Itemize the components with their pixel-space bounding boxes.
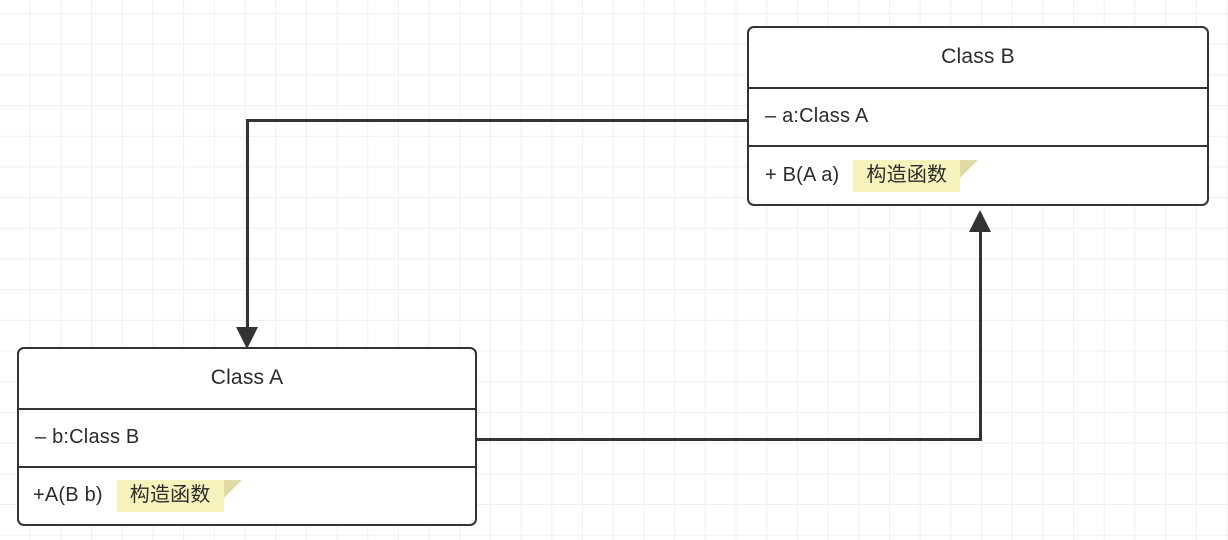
connector-a-to-b-vertical[interactable] [979, 231, 982, 441]
class-a-method-note: 构造函数 [116, 479, 242, 512]
class-a-attribute-row: – b:Class B [19, 407, 475, 466]
class-a-attribute: – b:Class B [35, 426, 140, 449]
class-a-title-row: Class A [19, 349, 475, 408]
class-a-method-row: +A(B b) 构造函数 [19, 465, 475, 524]
uml-class-a[interactable]: Class A – b:Class B +A(B b) 构造函数 [17, 347, 477, 526]
connector-a-to-b-horizontal[interactable] [476, 438, 982, 441]
class-a-method-signature: +A(B b) [33, 484, 103, 507]
class-b-attribute-row: – a:Class A [749, 86, 1207, 146]
class-b-title-row: Class B [749, 28, 1207, 87]
uml-class-b[interactable]: Class B – a:Class A + B(A a) 构造函数 [747, 26, 1209, 206]
connector-b-to-a-horizontal[interactable] [246, 119, 748, 122]
class-b-method-signature: + B(A a) [765, 164, 840, 187]
class-b-attribute: – a:Class A [765, 105, 869, 128]
class-a-title: Class A [210, 366, 284, 390]
connector-b-to-a-arrowhead [236, 327, 258, 349]
connector-a-to-b-arrowhead [969, 210, 991, 232]
class-b-method-note: 构造函数 [853, 159, 979, 192]
connector-b-to-a-vertical[interactable] [246, 119, 249, 330]
class-b-title: Class B [941, 45, 1015, 69]
class-b-method-row: + B(A a) 构造函数 [749, 145, 1207, 204]
